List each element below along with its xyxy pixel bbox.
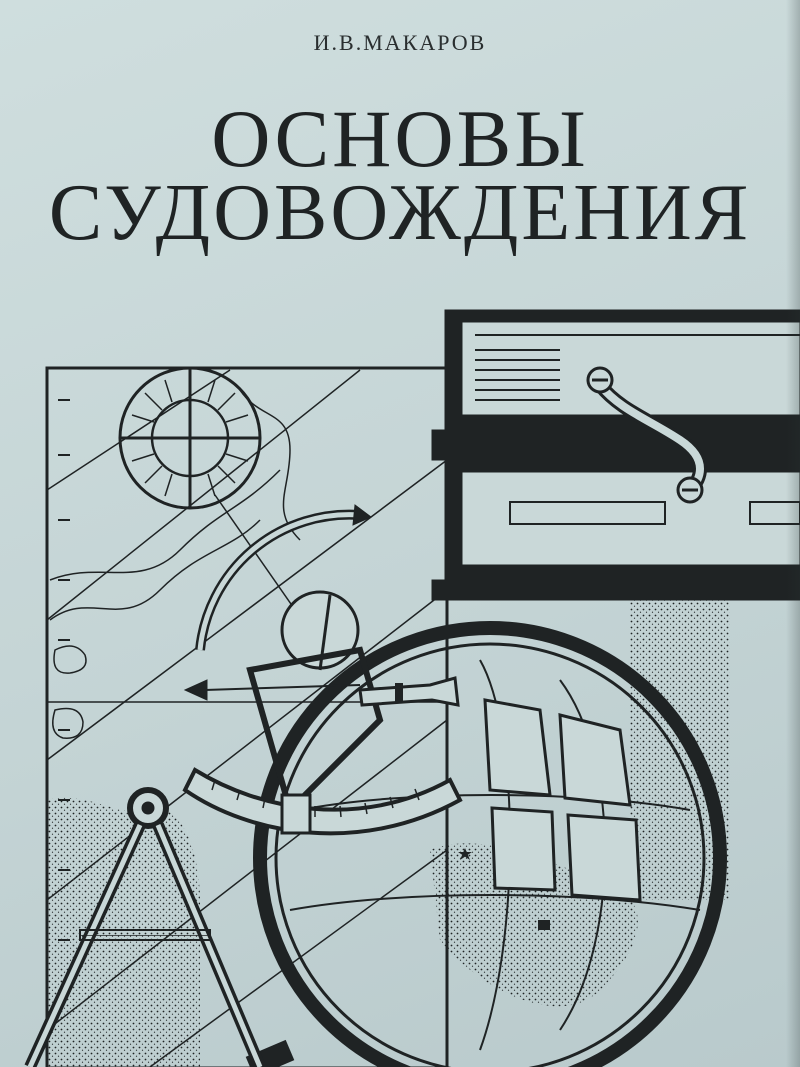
cover-illustration — [24, 309, 800, 1067]
parallel-ruler — [431, 309, 800, 601]
sextant — [182, 504, 463, 836]
author-name: И.В.МАКАРОВ — [313, 30, 487, 55]
magnifying-glass — [245, 621, 727, 1067]
page-edge-shadow — [786, 0, 800, 1067]
title-line-2: СУДОВОЖДЕНИЯ — [48, 169, 752, 257]
drafting-compass — [24, 787, 266, 1067]
title-line-1: ОСНОВЫ — [211, 93, 589, 184]
sun-symbol — [118, 366, 331, 661]
